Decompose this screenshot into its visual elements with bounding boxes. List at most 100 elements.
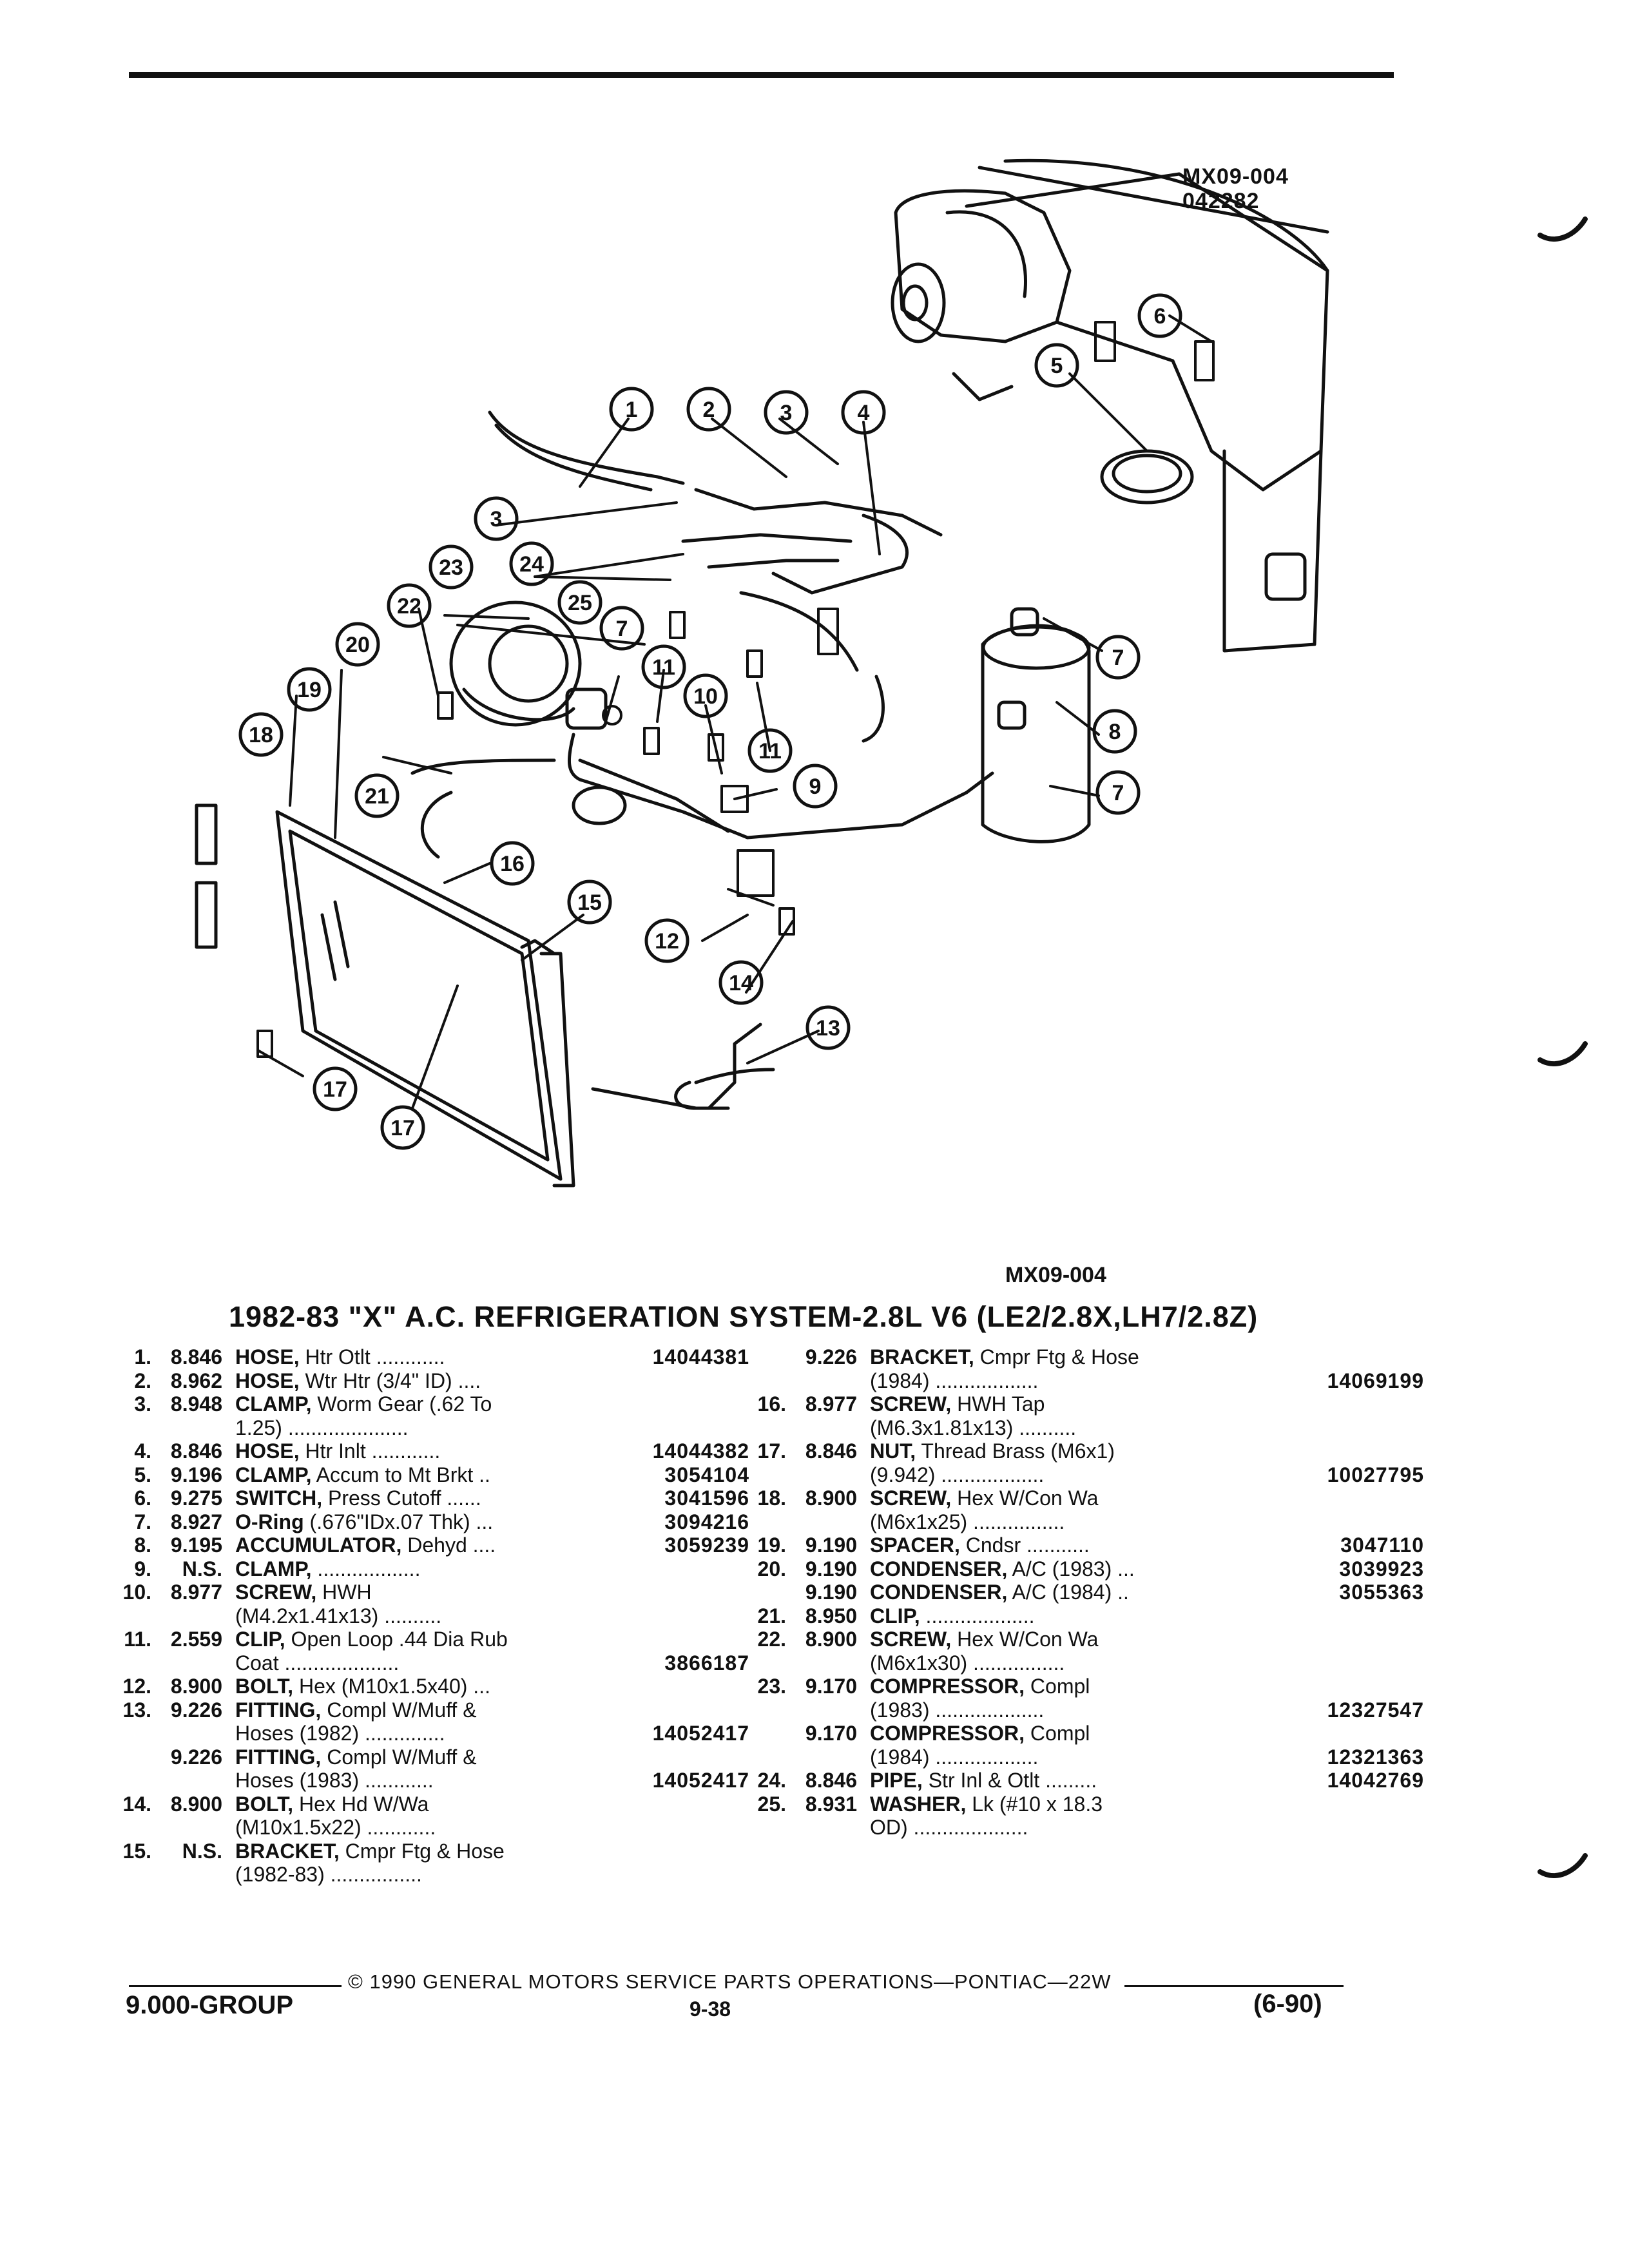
diagram-code-label: MX09-004 [1182, 164, 1289, 189]
heater-hoses [488, 410, 943, 743]
part-description: HOSE, Htr Otlt ............ [235, 1345, 445, 1369]
fasteners [256, 321, 1215, 1058]
part-detail: HWH [316, 1581, 372, 1604]
part-detail: Dehyd [401, 1533, 467, 1557]
part-description: CLAMP, Accum to Mt Brkt .. [235, 1463, 490, 1487]
part-detail: (.676"IDx.07 Thk) [304, 1510, 470, 1533]
callout-label: 7 [1112, 781, 1124, 805]
item-number: 20. [757, 1557, 786, 1581]
leader-dots: .......... [1019, 1416, 1077, 1439]
part-detail: (M6x1x25) [870, 1510, 968, 1533]
part-description: PIPE, Str Inl & Otlt ......... [870, 1769, 1097, 1792]
part-detail: 1.25) [235, 1416, 282, 1439]
item-number: 7. [134, 1510, 151, 1533]
part-name: CLIP, [235, 1628, 285, 1651]
group-number: 8.846 [805, 1769, 857, 1792]
group-number: 8.962 [170, 1369, 222, 1392]
part-detail: Cmpr Ftg & Hose [974, 1345, 1139, 1369]
group-number: 8.846 [170, 1345, 222, 1369]
group-number: 9.170 [805, 1675, 857, 1698]
part-description: CLIP, Open Loop .44 Dia Rub [235, 1628, 508, 1651]
callout-label: 23 [439, 555, 463, 580]
leader-dots: .. [479, 1463, 490, 1486]
part-detail: Htr Inlt [299, 1439, 366, 1463]
part-name: PIPE, [870, 1769, 923, 1792]
parts-list-row: Hoses (1982) ..............14052417 [106, 1722, 789, 1745]
item-number: 6. [134, 1486, 151, 1510]
item-number: 13. [122, 1698, 151, 1722]
leader-dots: .. [1117, 1581, 1129, 1604]
group-number: 8.900 [805, 1486, 857, 1510]
group-number: 8.846 [805, 1439, 857, 1463]
leader-dots: ........... [1027, 1533, 1090, 1557]
part-name: CONDENSER, [870, 1581, 1008, 1604]
part-number: 3866187 [664, 1651, 749, 1675]
part-description: 1.25) ..................... [235, 1416, 409, 1440]
edge-mark-2 [1537, 1041, 1588, 1066]
parts-list-row: (M6.3x1.81x13) .......... [741, 1416, 1424, 1440]
parts-list-row: (1984) ..................12321363 [741, 1745, 1424, 1769]
group-number: 8.927 [170, 1510, 222, 1533]
callout-label: 1 [626, 398, 638, 422]
leader-lines [256, 314, 1213, 1110]
part-description: CLAMP, .................. [235, 1557, 420, 1581]
leader-dots: .... [458, 1369, 481, 1392]
part-detail: Lk (#10 x 18.3 [966, 1792, 1103, 1816]
group-number: 8.950 [805, 1604, 857, 1628]
item-number: 17. [757, 1439, 786, 1463]
diagram-caption-code: MX09-004 [1005, 1263, 1106, 1287]
part-number: 14069199 [1327, 1369, 1424, 1392]
part-detail: Hex W/Con Wa [951, 1628, 1099, 1651]
part-description: WASHER, Lk (#10 x 18.3 [870, 1792, 1103, 1816]
refrigerant-lines [410, 733, 994, 1110]
group-number: 8.900 [805, 1628, 857, 1651]
part-detail: Hex Hd W/Wa [293, 1792, 429, 1816]
callout-label: 19 [297, 678, 322, 702]
group-number: 9.190 [805, 1581, 857, 1604]
spacer-upper [195, 803, 218, 865]
leader-dots: .................. [941, 1463, 1045, 1486]
part-number: 10027795 [1327, 1463, 1424, 1486]
item-number: 24. [757, 1769, 786, 1792]
part-name: SCREW, [235, 1581, 317, 1604]
item-number: 23. [757, 1675, 786, 1698]
part-name: HOSE, [235, 1439, 300, 1463]
group-number: N.S. [182, 1839, 222, 1863]
part-description: OD) .................... [870, 1816, 1028, 1840]
top-rule [129, 72, 1394, 78]
part-number: 14052417 [652, 1722, 749, 1745]
parts-list-row: (M4.2x1.41x13) .......... [106, 1604, 789, 1628]
parts-list-row: OD) .................... [741, 1816, 1424, 1840]
part-description: (M6.3x1.81x13) .......... [870, 1416, 1076, 1440]
leader-dots: .................. [935, 1745, 1039, 1769]
leader-dots: ..................... [287, 1416, 409, 1439]
part-name: FITTING, [235, 1745, 322, 1769]
callout-label: 17 [323, 1077, 347, 1102]
part-detail: HWH Tap [951, 1392, 1045, 1416]
part-description: (1984) .................. [870, 1745, 1038, 1769]
part-name: COMPRESSOR, [870, 1722, 1025, 1745]
part-description: CLIP, ................... [870, 1604, 1034, 1628]
parts-list-row: 1.25) ..................... [106, 1416, 789, 1440]
item-number: 1. [134, 1345, 151, 1369]
part-detail: (1984) [870, 1369, 930, 1392]
item-number: 4. [134, 1439, 151, 1463]
callout-circles [238, 293, 1182, 1150]
callout-label: 8 [1109, 720, 1121, 744]
part-detail: Wtr Htr (3/4" ID) [299, 1369, 452, 1392]
callout-label: 16 [500, 852, 525, 876]
item-number: 16. [757, 1392, 786, 1416]
leader-dots: .................... [284, 1651, 400, 1675]
part-description: (M10x1.5x22) ............ [235, 1816, 436, 1840]
part-detail: (M6.3x1.81x13) [870, 1416, 1014, 1439]
part-description: SPACER, Cndsr ........... [870, 1533, 1090, 1557]
parts-list-row: Hoses (1983) ............14052417 [106, 1769, 789, 1792]
part-detail: A/C (1984) [1007, 1581, 1112, 1604]
